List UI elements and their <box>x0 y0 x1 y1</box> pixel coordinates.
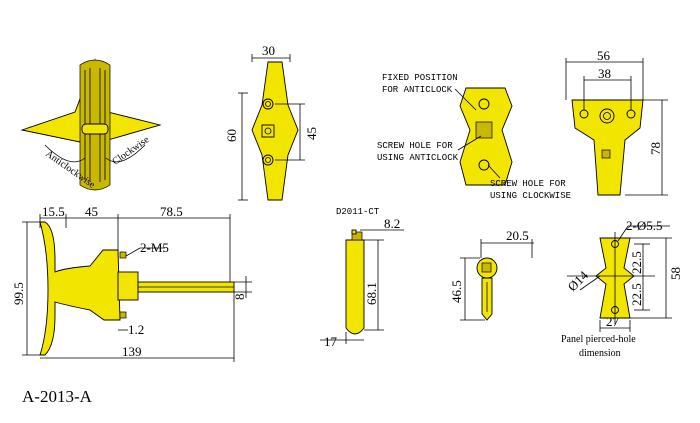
view-blade: D2011-CT 8.2 68.1 17 <box>320 207 404 349</box>
dim-v6-len: 68.1 <box>364 282 379 305</box>
view-handle-front: 30 60 45 <box>224 43 319 201</box>
label-screw-anti-1: SCREW HOLE FOR <box>377 141 453 151</box>
dim-v5-thread: 2-M5 <box>140 240 169 255</box>
dim-v7-len: 46.5 <box>449 280 464 303</box>
label-panel-2: dimension <box>579 348 621 359</box>
dim-v5-top-c: 78.5 <box>160 204 183 219</box>
label-fixed-2: FOR ANTICLOCK <box>382 85 453 95</box>
label-key-code: D2011-CT <box>336 207 380 217</box>
view-panel-cutout: 2-Ø5.5 Ø14 22.5 22.5 58 27 Panel pierced… <box>561 218 683 359</box>
dim-v6-top: 8.2 <box>384 216 400 231</box>
dim-v8-b: 22.5 <box>629 283 644 306</box>
dim-v6-bottom: 17 <box>324 334 338 349</box>
view-housing: 56 38 78 <box>565 48 668 196</box>
view-key: 20.5 46.5 <box>449 228 534 321</box>
dim-v4-height: 78 <box>648 142 663 155</box>
dim-v5-total: 139 <box>122 344 142 359</box>
label-panel-1: Panel pierced-hole <box>561 334 636 345</box>
dim-v8-holes: 2-Ø5.5 <box>626 218 662 233</box>
dim-v5-thick: 1.2 <box>128 322 144 337</box>
dim-v5-height: 99.5 <box>11 282 26 305</box>
dim-v2-holes: 45 <box>304 127 319 140</box>
label-fixed-1: FIXED POSITION <box>382 73 458 83</box>
dim-v8-dia: Ø14 <box>565 267 592 294</box>
label-screw-anti-2: USING ANTICLOCK <box>377 153 459 163</box>
dim-v8-height: 58 <box>668 267 683 280</box>
dim-v5-top-b: 45 <box>85 204 98 219</box>
dim-v4-inner: 38 <box>598 66 611 81</box>
dim-v8-width: 27 <box>606 314 620 329</box>
view-side: 15.5 45 78.5 99.5 2-M5 1.2 139 8 <box>11 204 252 362</box>
dim-v7-width: 20.5 <box>506 228 529 243</box>
view-handle-top: Anticlockwise Clockwise <box>20 58 162 191</box>
model-code: A-2013-A <box>22 387 93 406</box>
view-handle-back: FIXED POSITION FOR ANTICLOCK SCREW HOLE … <box>377 73 571 201</box>
dim-v5-shaft: 8 <box>232 294 247 301</box>
dim-v2-width: 30 <box>262 43 275 58</box>
dim-v5-top-a: 15.5 <box>42 204 65 219</box>
dim-v4-outer: 56 <box>597 48 611 63</box>
label-screw-clock-2: USING CLOCKWISE <box>490 191 571 201</box>
label-screw-clock-1: SCREW HOLE FOR <box>490 179 566 189</box>
dim-v8-a: 22.5 <box>629 251 644 274</box>
arc-right-label: Clockwise <box>110 134 151 168</box>
dim-v2-height: 60 <box>224 129 239 142</box>
